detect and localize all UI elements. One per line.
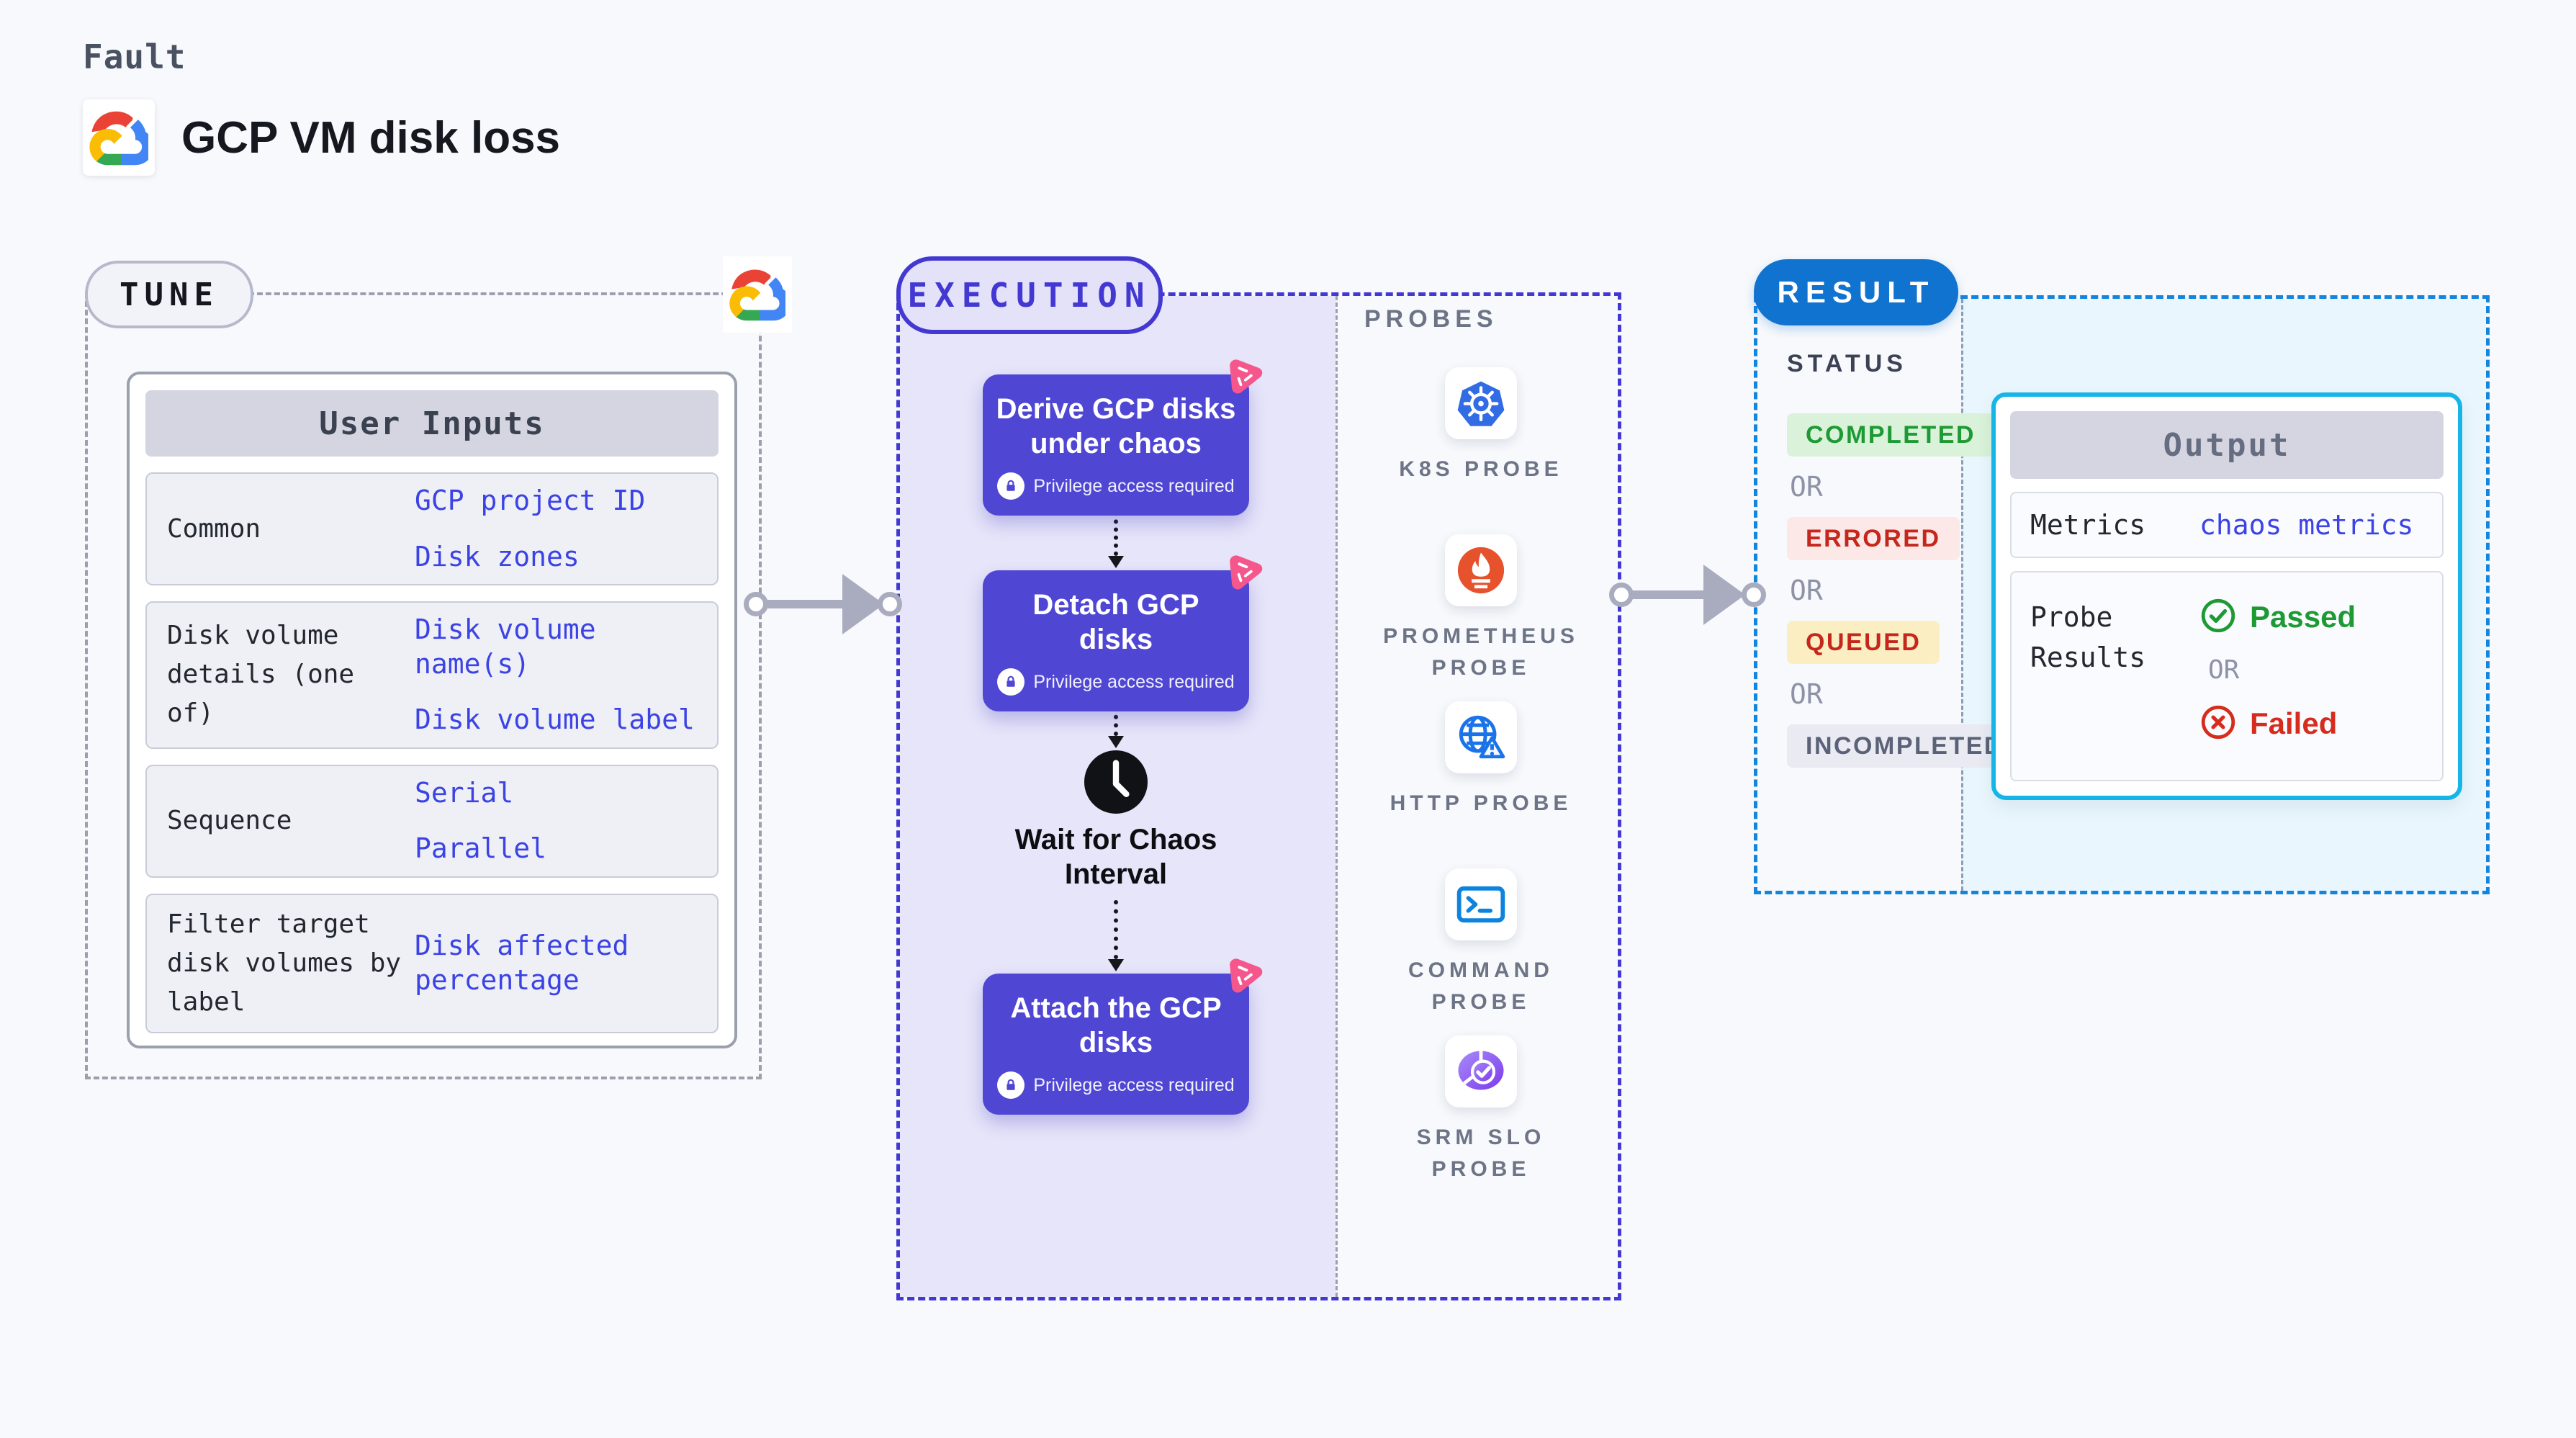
tune-section-box (85, 292, 762, 1079)
lane-divider (1336, 296, 1338, 1297)
failed-label: Failed (2250, 706, 2338, 740)
probe-label: SRM SLO PROBE (1416, 1125, 1546, 1181)
step-detach-gcp-disks: Detach GCP disks Privilege access requir… (983, 555, 1263, 711)
lock-icon (997, 472, 1025, 500)
step-title: Derive GCP disks under chaos (996, 393, 1236, 459)
table-row-filter-by-label: Filter target disk volumes by label Disk… (145, 893, 719, 1033)
srm-slo-icon (1445, 1035, 1517, 1107)
probe-label: PROMETHEUS PROBE (1383, 624, 1579, 680)
step-title: Attach the GCP disks (1010, 992, 1222, 1059)
passed-check-icon (2199, 597, 2237, 638)
output-card: Output Metrics chaos metrics Probe Resul… (1991, 392, 2462, 800)
prometheus-icon (1445, 534, 1517, 606)
privilege-note: Privilege access required (1033, 475, 1235, 496)
row-label: Filter target disk volumes by label (167, 909, 402, 1017)
or-separator: OR (1790, 471, 1823, 503)
input-link-parallel[interactable]: Parallel (415, 832, 547, 864)
failed-x-icon (2199, 704, 2237, 745)
connector-dot (1609, 583, 1634, 607)
gcp-cloud-icon (729, 265, 791, 325)
flow-connector (1114, 900, 1118, 959)
flow-connector (1114, 495, 1118, 556)
row-label: Sequence (167, 806, 292, 835)
probe-label: HTTP PROBE (1390, 791, 1572, 815)
lock-icon (997, 668, 1025, 696)
probe-label: COMMAND PROBE (1408, 958, 1554, 1014)
result-pill: RESULT (1754, 259, 1958, 325)
page-title: GCP VM disk loss (181, 112, 561, 163)
k8s-icon (1445, 367, 1517, 439)
status-badge-queued: QUEUED (1787, 621, 1940, 664)
status-list: COMPLETED OR ERRORED OR QUEUED OR INCOMP… (1787, 413, 2022, 768)
input-link-disk-volume-names[interactable]: Disk volume name(s) (415, 614, 596, 680)
arrow-head-icon (842, 574, 884, 634)
chaos-metrics-link[interactable]: chaos metrics (2199, 509, 2414, 541)
command-probe-icon (1445, 868, 1517, 940)
connector-dot (1742, 583, 1766, 607)
lane-divider (1961, 299, 1963, 891)
metrics-label: Metrics (2030, 509, 2146, 541)
flow-arrow-icon (1108, 556, 1124, 568)
fault-kicker: Fault (83, 37, 186, 76)
probe-results-label: Probe Results (2030, 601, 2146, 673)
lock-icon (997, 1071, 1025, 1099)
arrow-shaft (756, 600, 848, 608)
or-separator: OR (1790, 575, 1823, 606)
tune-pill: TUNE (85, 261, 253, 328)
row-label: Common (167, 513, 261, 544)
table-row-sequence: Sequence Serial Parallel (145, 764, 719, 878)
privilege-note: Privilege access required (1033, 1074, 1235, 1095)
wait-for-chaos-interval-label: Wait for Chaos Interval (1014, 824, 1217, 890)
http-probe-icon (1445, 701, 1517, 773)
step-derive-gcp-disks: Derive GCP disks under chaos Privilege a… (983, 359, 1263, 516)
probe-results-row: Probe Results Passed OR (2010, 571, 2444, 781)
chaos-fault-badge-icon (1217, 546, 1271, 600)
row-label: Disk volume details (one of) (167, 621, 355, 729)
privilege-note: Privilege access required (1033, 671, 1235, 692)
clock-icon (1081, 747, 1150, 820)
arrow-shaft (1621, 590, 1709, 599)
table-row-disk-volume-details: Disk volume details (one of) Disk volume… (145, 601, 719, 749)
metrics-row: Metrics chaos metrics (2010, 492, 2444, 558)
status-badge-completed: COMPLETED (1787, 413, 1994, 457)
or-separator: OR (2208, 655, 2240, 685)
status-heading: STATUS (1787, 350, 1907, 377)
gcp-logo-card (83, 99, 155, 176)
status-badge-errored: ERRORED (1787, 517, 1960, 560)
input-link-disk-affected-percentage[interactable]: Disk affected percentage (415, 930, 629, 996)
probes-heading: PROBES (1364, 305, 1498, 333)
probe-label: K8S PROBE (1399, 457, 1563, 481)
step-title: Detach GCP disks (1032, 589, 1199, 655)
input-link-gcp-project-id[interactable]: GCP project ID (415, 485, 646, 516)
connector-dot (878, 592, 902, 616)
tune-gcp-logo (723, 256, 792, 333)
input-link-serial[interactable]: Serial (415, 776, 514, 809)
input-link-disk-volume-label[interactable]: Disk volume label (415, 704, 695, 735)
table-row-common: Common GCP project ID Disk zones (145, 472, 719, 585)
arrow-head-icon (1703, 565, 1745, 625)
chaos-fault-badge-icon (1217, 949, 1271, 1003)
output-header: Output (2010, 411, 2444, 479)
gcp-cloud-icon (89, 107, 154, 169)
flow-arrow-icon (1108, 959, 1124, 971)
flow-connector (1114, 690, 1118, 736)
connector-dot (744, 592, 768, 616)
user-inputs-header: User Inputs (145, 390, 719, 457)
chaos-fault-badge-icon (1217, 350, 1271, 404)
passed-label: Passed (2250, 600, 2356, 634)
user-inputs-table: User Inputs Common GCP project ID Disk z… (127, 372, 737, 1048)
input-link-disk-zones[interactable]: Disk zones (415, 540, 580, 572)
step-attach-gcp-disks: Attach the GCP disks Privilege access re… (983, 958, 1263, 1115)
or-separator: OR (1790, 678, 1823, 710)
status-badge-incompleted: INCOMPLETED (1787, 724, 2022, 768)
flow-arrow-icon (1108, 736, 1124, 748)
execution-pill: EXECUTION (896, 256, 1163, 334)
